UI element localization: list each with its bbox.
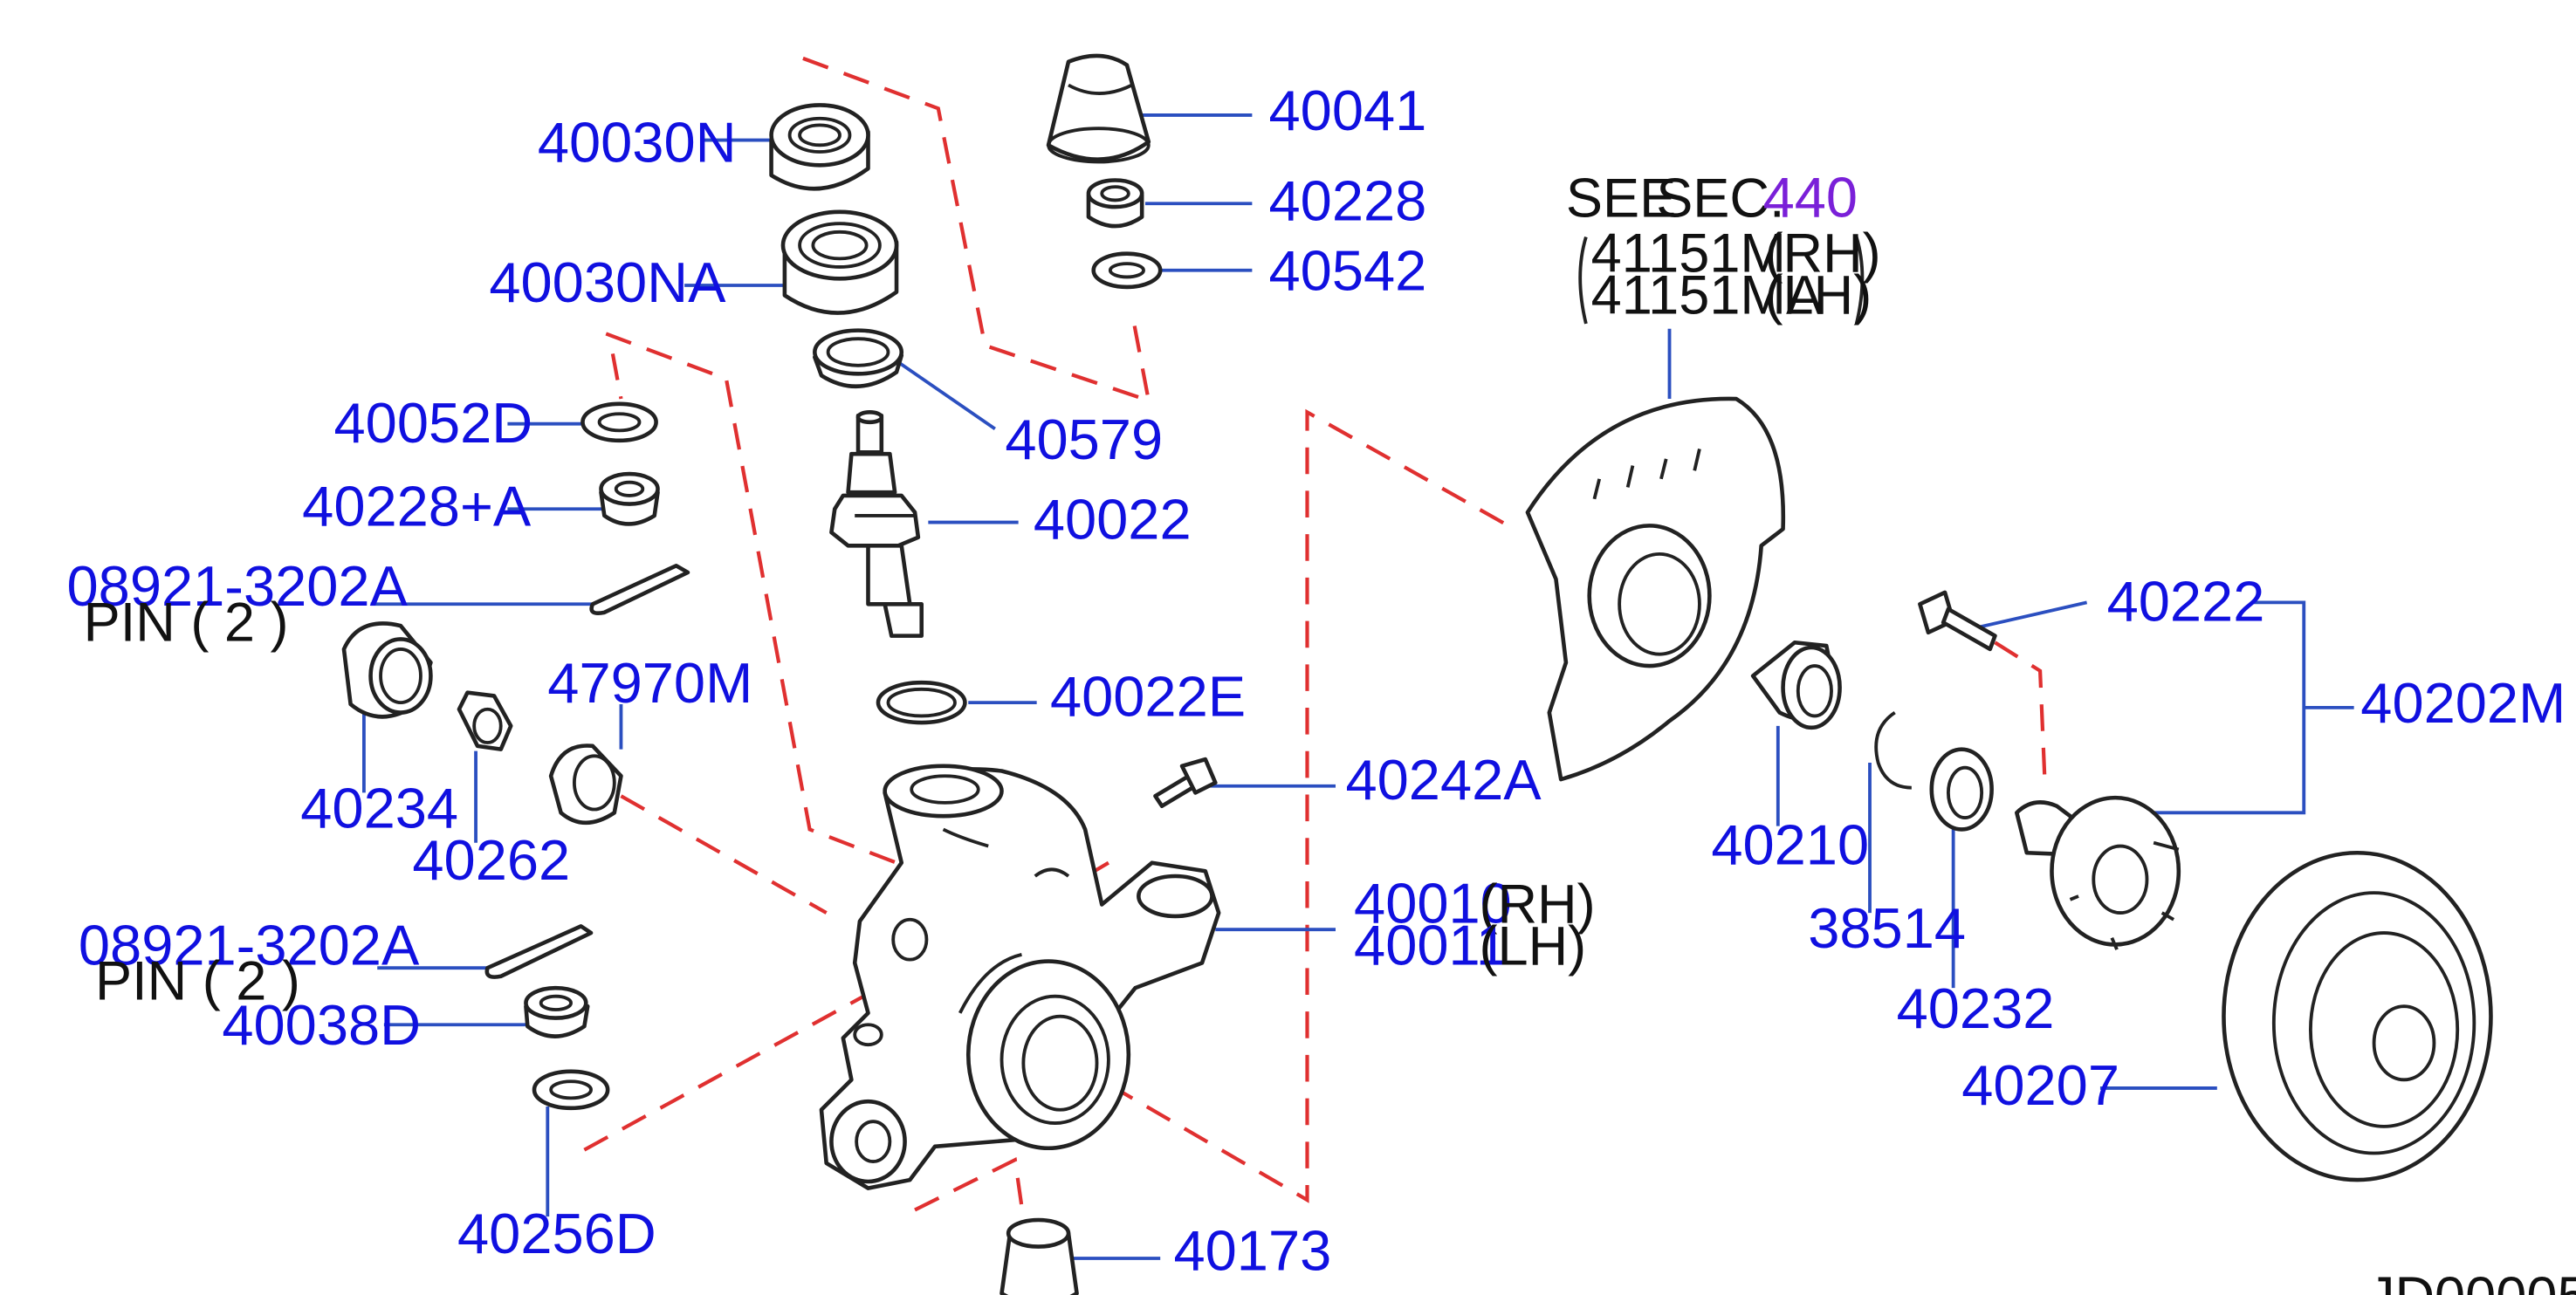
seal-40579-drawing (813, 328, 904, 388)
label-40022e[interactable]: 40022E (1050, 664, 1246, 728)
label-41151ma: 41151MA (1591, 264, 1823, 325)
label-40542[interactable]: 40542 (1269, 239, 1427, 303)
label-40030na[interactable]: 40030NA (489, 250, 726, 314)
label-section-440[interactable]: 440 (1763, 166, 1858, 230)
dust-shield-drawing (1525, 396, 1786, 782)
label-40232[interactable]: 40232 (1897, 976, 2055, 1040)
bolt-40242a-drawing (1153, 757, 1218, 808)
leader-lines (362, 113, 2354, 1260)
cap-40173-drawing (999, 1217, 1079, 1295)
label-40210[interactable]: 40210 (1711, 813, 1869, 877)
label-lh-1: (LH) (1479, 915, 1586, 976)
label-40041[interactable]: 40041 (1269, 79, 1427, 142)
label-lh-2: (LH) (1765, 264, 1872, 325)
label-40052d[interactable]: 40052D (334, 391, 533, 455)
label-pin-1: PIN ( 2 ) (84, 592, 289, 653)
label-40228a[interactable]: 40228+A (302, 474, 532, 538)
label-40228[interactable]: 40228 (1269, 168, 1427, 232)
label-40242a[interactable]: 40242A (1345, 748, 1542, 812)
bearing-40210-drawing (1750, 640, 1842, 730)
label-40262[interactable]: 40262 (412, 828, 570, 892)
bracket-left (1578, 236, 1588, 325)
hub-bolt-40222-drawing (1918, 590, 1997, 652)
label-rh-2: (RH) (1765, 223, 1881, 284)
label-08921-3202a-1[interactable]: 08921-3202A (67, 554, 409, 618)
label-40202m[interactable]: 40202M (2360, 671, 2566, 735)
label-40038d[interactable]: 40038D (222, 993, 421, 1057)
pin-drawing-2 (484, 924, 594, 979)
washer-40052d-drawing (580, 401, 658, 443)
label-40256d[interactable]: 40256D (457, 1202, 656, 1265)
hub-40202m-drawing (2015, 795, 2181, 950)
label-47970m[interactable]: 47970M (547, 651, 752, 715)
label-see: SEE (1566, 168, 1676, 230)
nut-40228-drawing (1086, 178, 1144, 229)
washer-40022e-drawing (876, 680, 967, 725)
label-08921-3202a-2[interactable]: 08921-3202A (79, 913, 420, 976)
bearing-40030na-drawing (780, 209, 899, 315)
bushing-40262-drawing (457, 690, 513, 751)
label-40022[interactable]: 40022 (1034, 488, 1192, 552)
label-40222[interactable]: 40222 (2107, 569, 2265, 633)
label-40010[interactable]: 40010 (1354, 872, 1512, 935)
label-41151m: 41151M (1591, 223, 1786, 284)
seal-40232-drawing (1929, 747, 1994, 832)
label-40173[interactable]: 40173 (1173, 1218, 1331, 1282)
label-rh-1: (RH) (1479, 874, 1595, 935)
nut-40228a-drawing (599, 471, 660, 526)
rotor-40207-drawing (2222, 850, 2493, 1182)
kingpin-40022-drawing (829, 410, 924, 638)
label-40234[interactable]: 40234 (300, 777, 458, 840)
label-sec: SEC. (1656, 168, 1784, 230)
washer-40256d-drawing (532, 1069, 610, 1111)
seal-47970m-drawing (548, 743, 623, 825)
knuckle-40010-drawing (819, 764, 1221, 1190)
label-38514[interactable]: 38514 (1808, 896, 1966, 960)
label-pin-2: PIN ( 2 ) (95, 951, 300, 1012)
diagram-code: JD000056 (2367, 1266, 2576, 1295)
snap-ring-38514-drawing (1874, 710, 1912, 790)
label-40030n[interactable]: 40030N (538, 110, 737, 174)
nut-40038d-drawing (524, 985, 590, 1038)
label-40207[interactable]: 40207 (1961, 1053, 2119, 1117)
cap-40041-drawing (1046, 53, 1151, 164)
label-40579[interactable]: 40579 (1005, 408, 1163, 471)
label-40011[interactable]: 40011 (1354, 913, 1508, 976)
bearing-40030n-drawing (769, 103, 870, 191)
bracket-right (1854, 236, 1865, 325)
spacer-40234-drawing (341, 621, 433, 719)
part-drawings (341, 53, 2493, 1295)
pin-drawing-1 (589, 563, 690, 615)
washer-40542-drawing (1091, 251, 1163, 290)
part-labels: 40030N 40030NA 40052D 40228+A 08921-3202… (67, 79, 2576, 1295)
